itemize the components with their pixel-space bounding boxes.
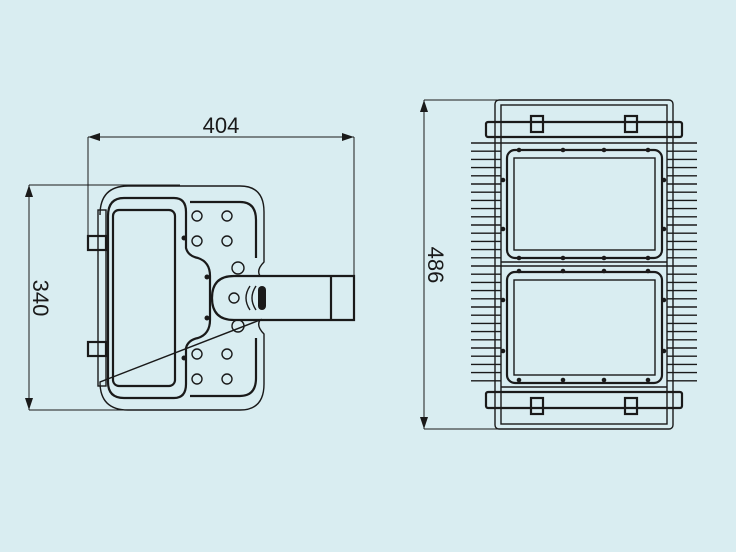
bolt	[516, 147, 522, 153]
bolt	[560, 377, 566, 383]
bolt	[500, 177, 506, 183]
dimension-length-label: 486	[423, 247, 448, 284]
bolt	[661, 177, 667, 183]
led-window-top	[505, 148, 664, 260]
bolt	[601, 377, 607, 383]
mounting-bracket	[210, 274, 356, 322]
bolt	[500, 297, 506, 303]
heat-sink-fins	[471, 142, 697, 382]
bolt	[560, 255, 566, 261]
bolt	[516, 377, 522, 383]
bolt	[601, 255, 607, 261]
bolt	[645, 255, 651, 261]
bolt	[500, 226, 506, 232]
bolt	[661, 226, 667, 232]
side-view	[86, 185, 356, 411]
bolt	[500, 348, 506, 354]
dimension-width: 404	[87, 113, 355, 276]
bolt	[516, 255, 522, 261]
bolt	[661, 348, 667, 354]
bolt	[601, 147, 607, 153]
mounting-holes	[181, 210, 245, 385]
top-view	[471, 99, 697, 430]
bolt	[601, 268, 607, 274]
bolt	[516, 268, 522, 274]
bolt	[645, 377, 651, 383]
bolt	[560, 147, 566, 153]
bolt	[645, 147, 651, 153]
bolt	[645, 268, 651, 274]
bolt	[560, 268, 566, 274]
bolt	[661, 297, 667, 303]
bolts	[500, 147, 667, 383]
dimension-height: 340	[25, 184, 180, 411]
dimension-width-label: 404	[203, 113, 240, 138]
dimension-length: 486	[420, 99, 500, 430]
dimension-height-label: 340	[28, 280, 53, 317]
led-window-bottom	[505, 270, 664, 385]
